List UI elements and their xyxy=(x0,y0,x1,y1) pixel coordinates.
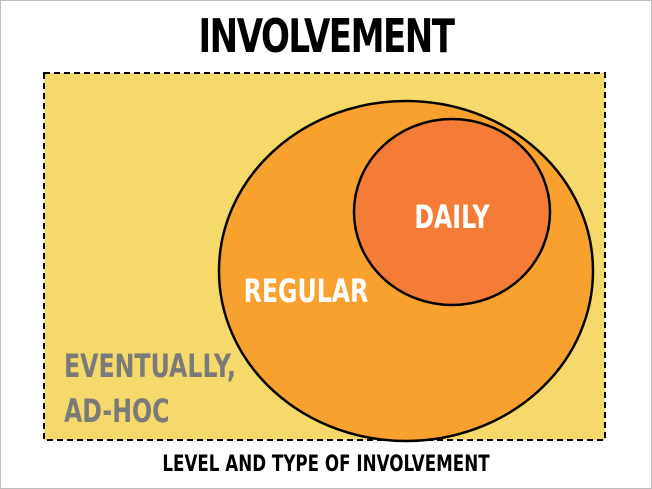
diagram-caption: LEVEL AND TYPE OF INVOLVEMENT xyxy=(162,452,490,477)
daily-circle xyxy=(352,117,552,307)
page-title: INVOLVEMENT xyxy=(198,9,455,63)
daily-label: DAILY xyxy=(414,198,490,236)
regular-label: REGULAR xyxy=(244,272,369,310)
ad-hoc-label: AD-HOC xyxy=(64,392,169,430)
eventually-label: EVENTUALLY, xyxy=(64,347,236,385)
